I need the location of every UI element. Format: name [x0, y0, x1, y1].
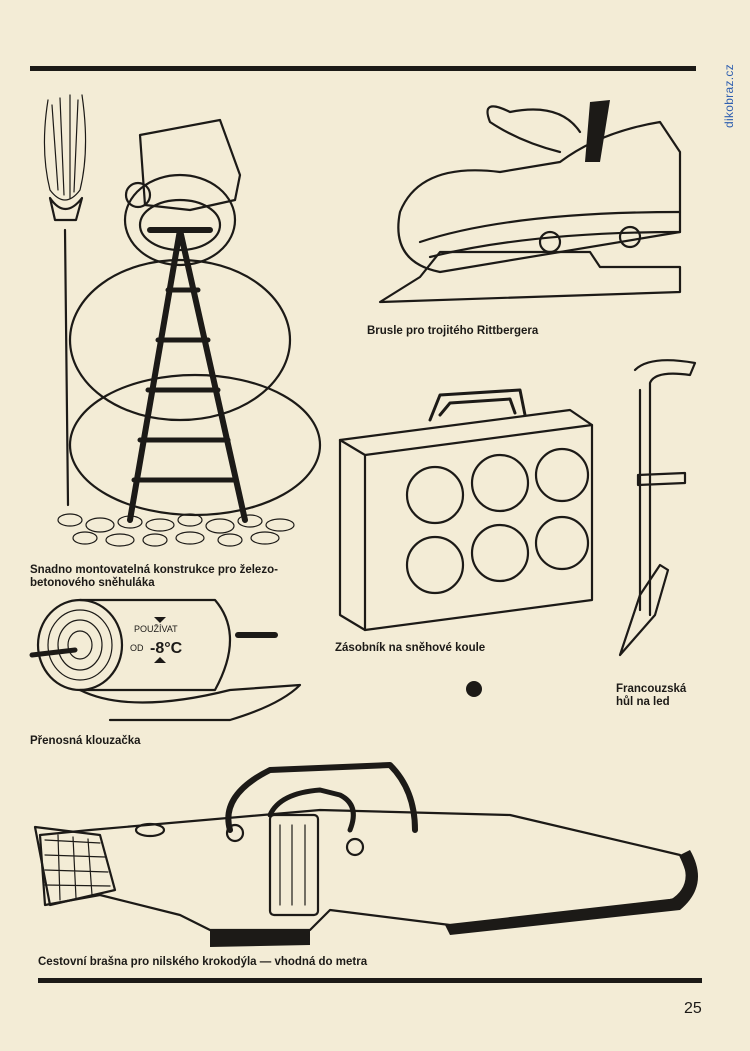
decorative-dot: [466, 681, 482, 697]
roll-label-prefix: OD: [130, 643, 144, 653]
skate-illustration: [378, 100, 682, 304]
snowman-illustration: [43, 94, 322, 547]
crutch-caption: Francouzská hůl na led: [616, 683, 687, 708]
slide-roll-illustration: POUŽÍVAT OD -8°C: [29, 598, 302, 722]
crocodile-caption: Cestovní brašna pro nilského krokodýla —…: [38, 956, 368, 968]
slide-caption: Přenosná klouzačka: [30, 735, 141, 747]
snowman-caption: Snadno montovatelná konstrukce pro želez…: [30, 564, 278, 589]
bottom-rule: [38, 978, 702, 983]
crutch-illustration: [618, 359, 697, 657]
watermark: dikobraz.cz: [722, 64, 736, 128]
page-number: 25: [684, 1000, 702, 1017]
case-illustration: [338, 388, 594, 632]
skate-caption: Brusle pro trojitého Rittbergera: [367, 325, 539, 337]
top-rule: [30, 66, 696, 71]
crocodile-bag-illustration: [33, 762, 698, 947]
case-caption: Zásobník na sněhové koule: [335, 642, 486, 654]
roll-label-temperature: -8°C: [150, 640, 183, 657]
roll-label-line1: POUŽÍVAT: [134, 624, 178, 634]
